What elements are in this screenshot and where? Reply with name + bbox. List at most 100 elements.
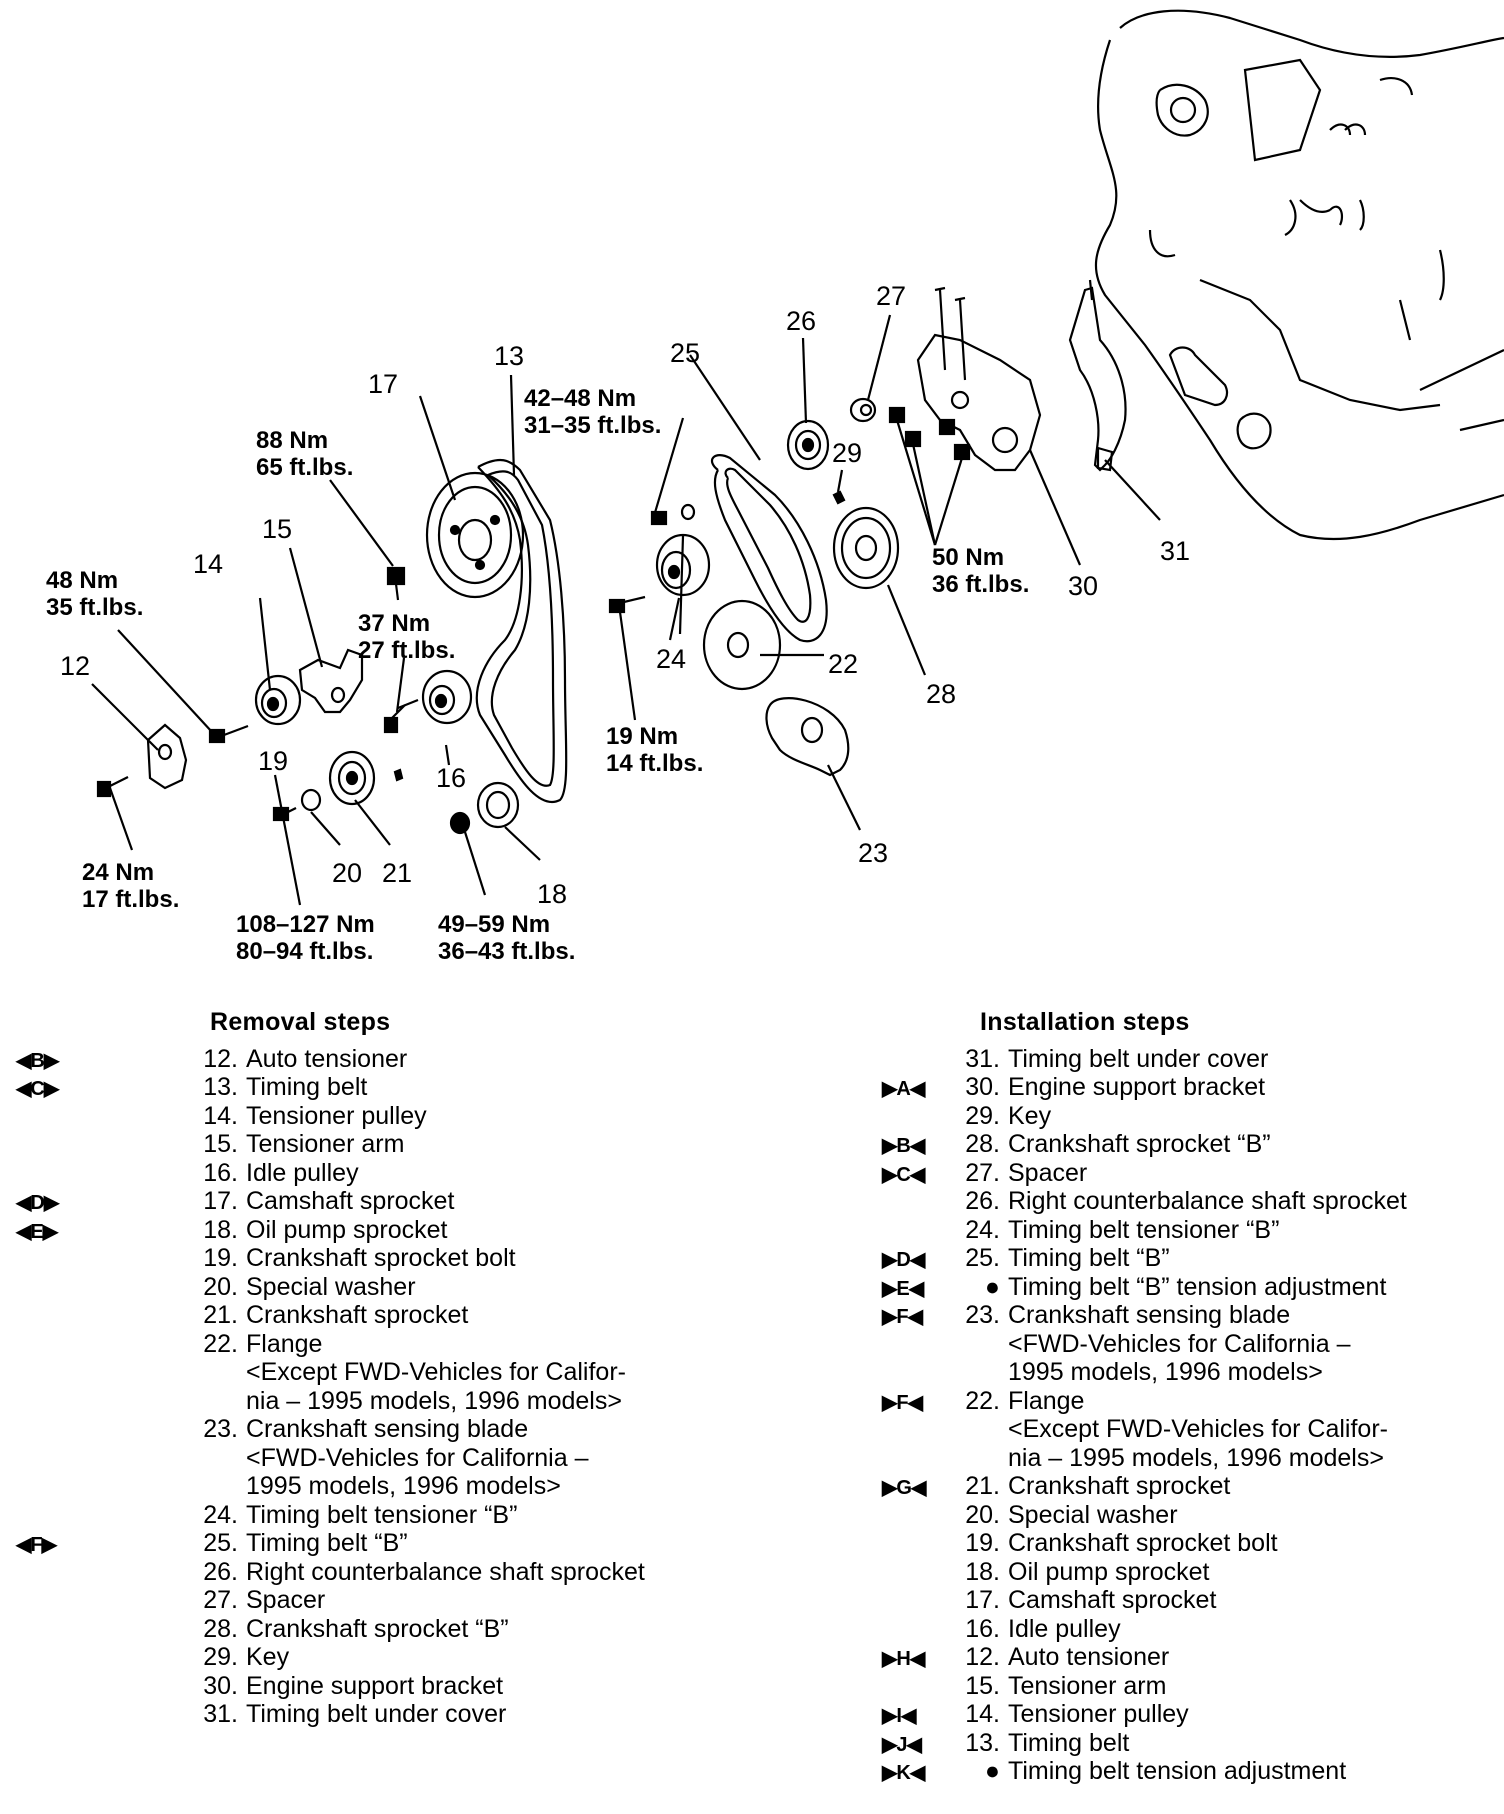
engine-support-bracket [916, 286, 1042, 472]
step-number: 22. [203, 1329, 238, 1358]
torque-ft: 36–43 ft.lbs. [438, 938, 575, 965]
step-number: 21. [203, 1301, 238, 1329]
step-row: 16.Idle pulley [0, 1159, 760, 1188]
callout-13: 13 [494, 341, 524, 371]
flange [702, 599, 782, 691]
step-number: 12. [965, 1643, 1000, 1671]
step-row: ▶F◀22.Flange [870, 1387, 1504, 1416]
callout-15: 15 [262, 514, 292, 544]
step-number: 31. [203, 1700, 238, 1728]
step-text: Flange [1008, 1386, 1085, 1415]
auto-tensioner-bolt [96, 776, 129, 798]
step-text: 1995 models, 1996 models> [1008, 1358, 1323, 1386]
step-row: ▶G◀21.Crankshaft sprocket [870, 1472, 1504, 1501]
camshaft-sprocket [425, 471, 525, 599]
crankshaft-sprocket-b [832, 506, 900, 590]
step-marker: ▶E◀ [882, 1277, 924, 1300]
step-text: Timing belt tensioner “B” [1008, 1215, 1280, 1244]
step-text: Timing belt “B” tension adjustment [1008, 1272, 1387, 1301]
step-text: Tensioner arm [1008, 1671, 1167, 1700]
auto-tensioner [146, 723, 188, 790]
crankshaft-sprocket-key [393, 768, 404, 782]
step-row: 20.Special washer [870, 1501, 1504, 1530]
callout-numbers: 12 13 14 15 16 17 18 19 20 21 22 23 24 2… [60, 281, 1190, 909]
torque-nm: 108–127 Nm [236, 911, 375, 938]
step-number: 17. [203, 1187, 238, 1215]
callout-31: 31 [1160, 536, 1190, 566]
step-row: 23.Crankshaft sensing blade [0, 1415, 760, 1444]
step-row: nia – 1995 models, 1996 models> [870, 1444, 1504, 1473]
step-number: 13. [203, 1073, 238, 1101]
step-number: 27. [965, 1158, 1000, 1187]
step-number: 15. [203, 1130, 238, 1158]
step-number: 18. [203, 1215, 238, 1244]
step-row: 17.Camshaft sprocket [870, 1586, 1504, 1615]
step-number: 17. [965, 1586, 1000, 1614]
step-row: 14.Tensioner pulley [0, 1102, 760, 1131]
torque-ft: 36 ft.lbs. [932, 571, 1029, 598]
step-text: Timing belt [1008, 1728, 1130, 1757]
step-text: Key [1008, 1101, 1052, 1130]
step-marker: ▶A◀ [882, 1078, 925, 1100]
step-text: Crankshaft sprocket [1008, 1472, 1231, 1500]
step-text: Tensioner arm [246, 1130, 405, 1158]
step-row: 19.Crankshaft sprocket bolt [870, 1529, 1504, 1558]
tensioner-pulley [254, 674, 302, 726]
callout-18: 18 [537, 879, 567, 909]
step-text: <FWD-Vehicles for California – [1008, 1329, 1351, 1358]
step-row: ▶E◀ ● Timing belt “B” tension adjustment [870, 1273, 1504, 1302]
step-number: 25. [965, 1244, 1000, 1272]
step-text: Special washer [1008, 1500, 1178, 1529]
callout-26: 26 [786, 306, 816, 336]
tensioner-b-bolt [608, 595, 646, 614]
step-row: 1995 models, 1996 models> [0, 1472, 760, 1501]
step-row: ▶D◀25.Timing belt “B” [870, 1244, 1504, 1273]
step-text: Right counterbalance shaft sprocket [1008, 1187, 1407, 1215]
installation-steps: Installation steps 31.Timing belt under … [870, 1008, 1504, 1786]
step-text: Oil pump sprocket [246, 1215, 448, 1244]
step-number: 26. [203, 1557, 238, 1586]
step-text: Tensioner pulley [246, 1101, 427, 1130]
oil-pump-nut [449, 811, 471, 835]
step-marker: ▶I◀ [882, 1705, 916, 1727]
step-number: 30. [203, 1671, 238, 1700]
step-row: <Except FWD-Vehicles for Califor- [870, 1415, 1504, 1444]
step-number: 24. [965, 1215, 1000, 1244]
crankshaft-sprocket-bolt [272, 806, 297, 822]
step-marker: ▶H◀ [882, 1648, 925, 1670]
step-number: 23. [965, 1301, 1000, 1329]
torque-ft: 17 ft.lbs. [82, 886, 179, 913]
step-text: Oil pump sprocket [1008, 1557, 1210, 1586]
step-number: 31. [965, 1044, 1000, 1073]
callout-14: 14 [193, 549, 223, 579]
step-text: Engine support bracket [246, 1671, 504, 1700]
step-text: Auto tensioner [246, 1044, 408, 1073]
step-row: 24.Timing belt tensioner “B” [0, 1501, 760, 1530]
step-marker: ◀C▶ [16, 1078, 59, 1100]
torque-ft: 35 ft.lbs. [46, 594, 143, 621]
callout-23: 23 [858, 838, 888, 868]
torque-ft: 14 ft.lbs. [606, 750, 703, 777]
key [832, 490, 846, 505]
step-number: 27. [203, 1586, 238, 1614]
step-row: ◀F▶25.Timing belt “B” [0, 1529, 760, 1558]
callout-24: 24 [656, 644, 686, 674]
torque-nm: 37 Nm [358, 610, 430, 637]
step-number: ● [984, 1272, 1000, 1301]
step-row: 21.Crankshaft sprocket [0, 1301, 760, 1330]
step-number: 22. [965, 1386, 1000, 1415]
step-text: Timing belt under cover [1008, 1044, 1269, 1073]
step-marker: ▶D◀ [882, 1249, 925, 1271]
step-number: 14. [965, 1700, 1000, 1728]
step-number: 29. [965, 1101, 1000, 1130]
step-row: 26.Right counterbalance shaft sprocket [0, 1558, 760, 1587]
step-marker: ◀E▶ [16, 1220, 58, 1243]
step-row: 30. Engine support bracket [0, 1672, 760, 1701]
step-row: ◀D▶17.Camshaft sprocket [0, 1187, 760, 1216]
leader-lines [91, 314, 1161, 906]
step-number: 26. [965, 1187, 1000, 1215]
step-text: Crankshaft sprocket bolt [246, 1244, 516, 1272]
step-text: Timing belt tensioner “B” [246, 1500, 518, 1529]
step-text: nia – 1995 models, 1996 models> [1008, 1443, 1384, 1472]
step-text: Engine support bracket [1008, 1073, 1266, 1101]
